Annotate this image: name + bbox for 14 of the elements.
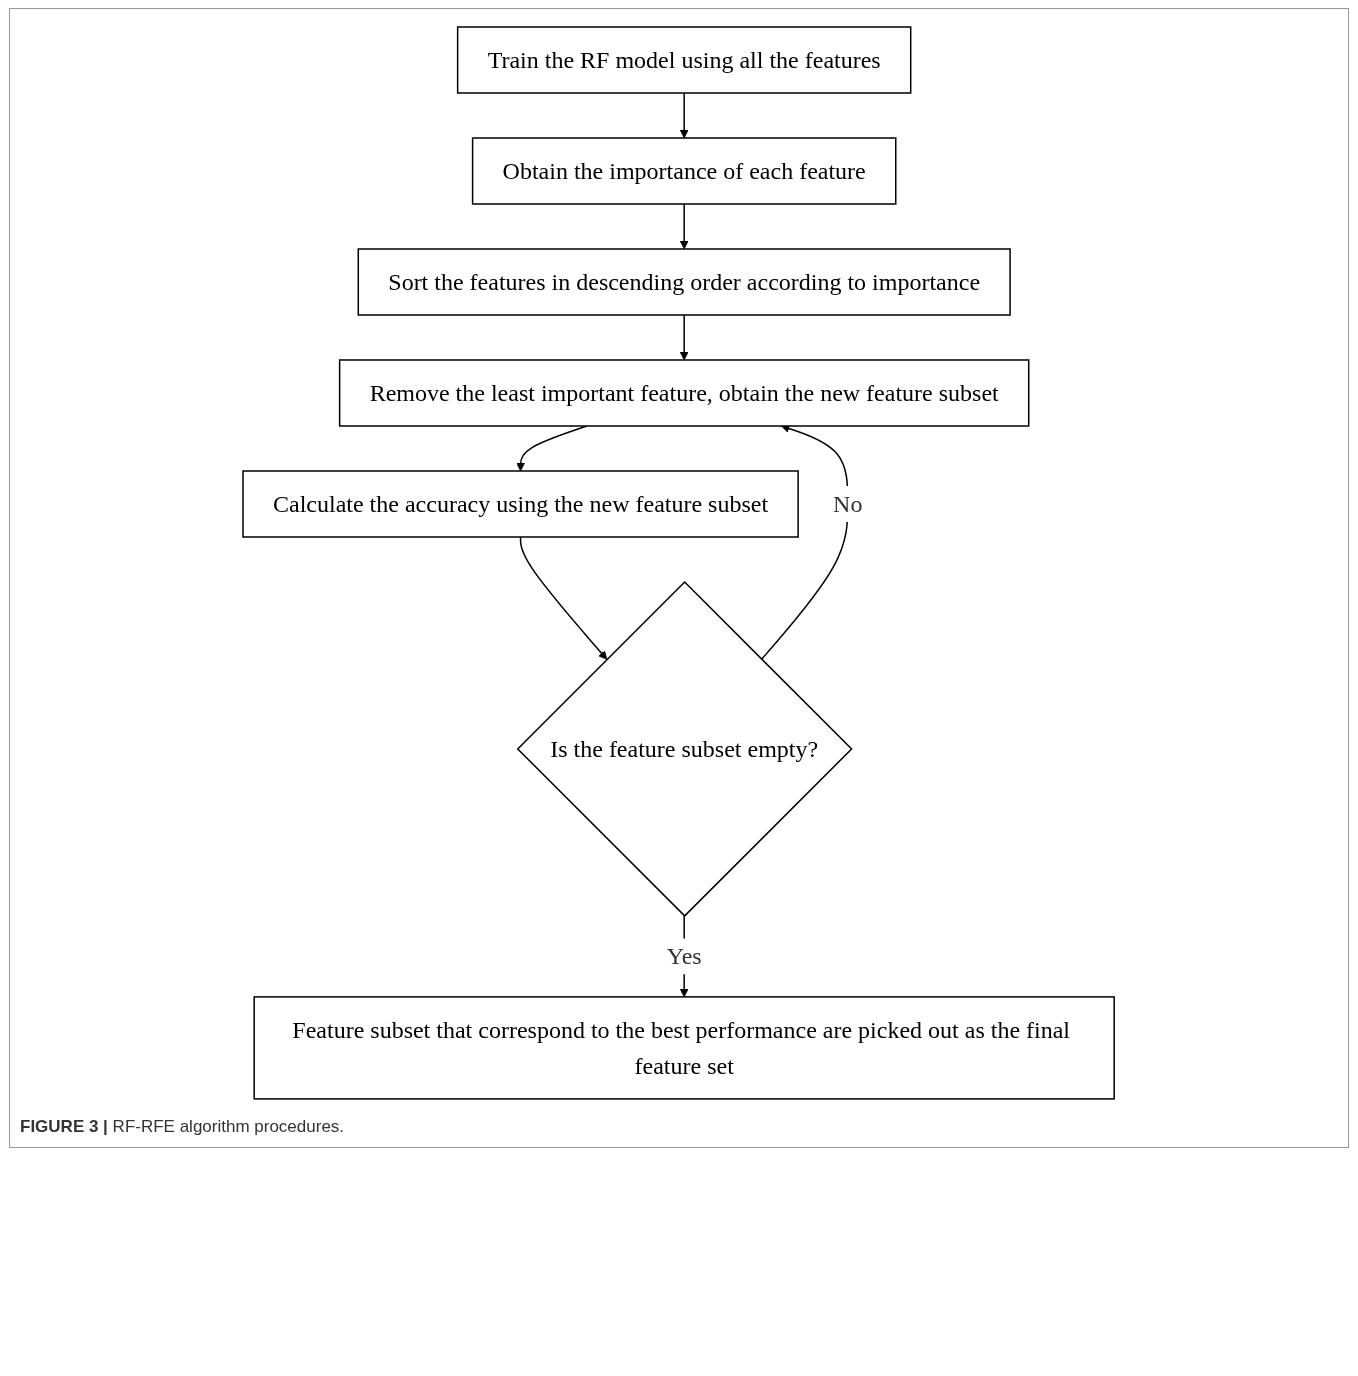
arrow: [680, 92, 689, 139]
edge-label: No: [833, 490, 863, 517]
node-box: Train the RF model using all the features: [457, 26, 912, 94]
node-box: Obtain the importance of each feature: [472, 137, 897, 205]
node-box: Calculate the accuracy using the new feature subset: [242, 470, 800, 538]
edge-label: Yes: [667, 943, 703, 970]
node-box: Sort the features in descending order according to importance: [357, 248, 1012, 316]
arrow: [680, 203, 689, 250]
node-box: Remove the least important feature, obtain the new feature subset: [339, 359, 1030, 427]
arrow: [520, 536, 608, 660]
node-diamond: Is the feature subset empty?: [517, 580, 854, 917]
figure-caption: FIGURE 3 | RF-RFE algorithm procedures.: [20, 1116, 346, 1137]
arrow: [680, 314, 689, 361]
node-box: Feature subset that correspond to the best performance are picked out as the final feature set: [253, 996, 1116, 1100]
